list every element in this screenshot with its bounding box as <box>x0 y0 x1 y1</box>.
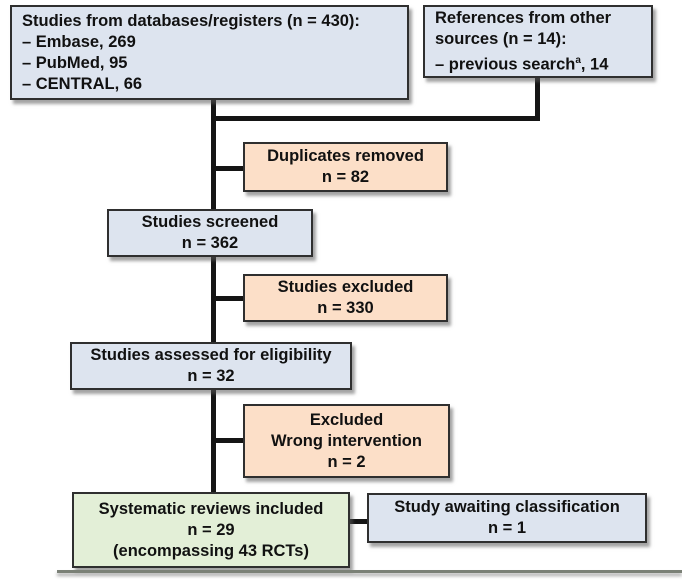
box-databases-registers: Studies from databases/registers (n = 43… <box>10 5 409 100</box>
connector-branch-excluded <box>214 296 243 301</box>
studies-excluded-label: Studies excluded <box>277 278 414 296</box>
connector-branch-excluded-2 <box>214 438 243 443</box>
wrong-intervention-label: Wrong intervention <box>271 431 422 450</box>
studies-assessed-label: Studies assessed for eligibility <box>90 346 332 364</box>
box-other-sources-title-2: sources (n = 14): <box>435 29 567 48</box>
duplicates-removed-count: n = 82 <box>321 168 370 186</box>
reviews-included-rcts: (encompassing 43 RCTs) <box>113 541 309 560</box>
duplicates-removed-label: Duplicates removed <box>267 147 424 165</box>
box-databases-pubmed: – PubMed, 95 <box>22 53 128 72</box>
figure-bottom-rule <box>57 570 682 573</box>
connector-awaiting-horizontal <box>350 519 367 524</box>
connector-main-vertical <box>211 100 216 492</box>
previous-search-count: , 14 <box>580 55 609 74</box>
awaiting-classification-count: n = 1 <box>487 519 527 537</box>
previous-search-label: – previous search <box>435 55 576 74</box>
box-other-sources-title-1: References from other <box>435 8 612 27</box>
reviews-included-count: n = 29 <box>187 520 235 539</box>
box-duplicates-removed: Duplicates removed n = 82 <box>243 142 448 192</box>
studies-assessed-count: n = 32 <box>187 367 235 385</box>
studies-screened-label: Studies screened <box>141 213 279 231</box>
box-databases-title: Studies from databases/registers (n = 43… <box>22 11 360 30</box>
footnote-marker: a <box>575 54 581 66</box>
excluded-count: n = 2 <box>327 452 366 471</box>
connector-branch-duplicates <box>214 166 243 171</box>
box-reviews-included: Systematic reviews included n = 29 (enco… <box>72 492 350 568</box>
box-other-sources-item: – previous searcha, 14 <box>435 50 608 76</box>
box-studies-screened: Studies screened n = 362 <box>107 209 313 257</box>
box-excluded-wrong-intervention: Excluded Wrong intervention n = 2 <box>243 404 450 478</box>
connector-top-horizontal <box>211 116 540 121</box>
box-databases-central: – CENTRAL, 66 <box>22 74 143 93</box>
studies-excluded-count: n = 330 <box>317 299 374 317</box>
box-studies-assessed: Studies assessed for eligibility n = 32 <box>70 342 352 390</box>
box-awaiting-classification: Study awaiting classification n = 1 <box>367 493 647 543</box>
box-studies-excluded: Studies excluded n = 330 <box>243 274 448 322</box>
connector-other-sources-stub <box>535 78 540 121</box>
box-other-sources: References from other sources (n = 14): … <box>423 5 653 78</box>
awaiting-classification-label: Study awaiting classification <box>394 498 620 516</box>
box-databases-embase: – Embase, 269 <box>22 32 136 51</box>
studies-screened-count: n = 362 <box>181 234 239 252</box>
reviews-included-label: Systematic reviews included <box>98 499 324 518</box>
excluded-label: Excluded <box>309 410 384 429</box>
